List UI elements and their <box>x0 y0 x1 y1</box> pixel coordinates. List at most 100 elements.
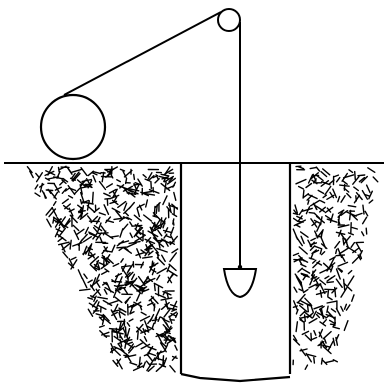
soil-stroke <box>80 289 90 290</box>
soil-stroke <box>155 179 159 183</box>
soil-stroke <box>173 219 174 224</box>
soil-stroke <box>74 230 78 239</box>
soil-stroke <box>154 206 155 215</box>
soil-stroke <box>352 295 354 301</box>
soil-stroke <box>366 228 367 234</box>
soil-stroke <box>318 176 324 180</box>
soil-stroke <box>296 180 306 184</box>
soil-stroke <box>336 279 342 287</box>
soil-stroke <box>35 193 40 196</box>
soil-stroke <box>54 202 56 206</box>
soil-stroke <box>296 310 298 314</box>
soil-stroke <box>328 297 332 300</box>
soil-stroke <box>130 363 137 365</box>
soil-stroke <box>147 361 151 366</box>
soil-stroke <box>130 222 132 226</box>
soil-stroke <box>297 302 303 304</box>
soil-stroke <box>336 232 344 234</box>
soil-stroke <box>129 342 133 343</box>
soil-stroke <box>320 270 327 273</box>
soil-stroke <box>129 319 133 321</box>
soil-stroke <box>157 249 167 253</box>
soil-stroke <box>81 168 87 176</box>
soil-stroke <box>98 305 106 309</box>
soil-stroke <box>168 308 177 310</box>
soil-stroke <box>69 196 73 198</box>
soil-stroke <box>299 210 302 215</box>
soil-stroke <box>106 234 113 239</box>
soil-stroke <box>326 361 334 363</box>
soil-stroke <box>337 178 340 182</box>
soil-stroke <box>104 205 108 215</box>
soil-stroke <box>294 287 297 292</box>
top-pulley <box>218 9 240 31</box>
soil-stroke <box>305 315 306 321</box>
soil-stroke <box>348 271 351 274</box>
soil-stroke <box>72 169 82 172</box>
soil-stroke <box>42 191 46 198</box>
soil-stroke <box>318 190 323 193</box>
soil-stroke <box>350 211 351 220</box>
soil-stroke <box>146 200 148 207</box>
soil-stroke <box>170 253 176 262</box>
soil-stroke <box>156 205 157 213</box>
soil-stroke <box>99 213 105 215</box>
soil-stroke <box>352 228 357 230</box>
soil-stroke <box>134 215 141 221</box>
soil-stroke <box>156 365 163 371</box>
soil-stroke <box>99 233 108 234</box>
soil-stroke <box>300 306 307 312</box>
soil-stroke <box>119 313 120 318</box>
soil-stroke <box>96 314 103 316</box>
soil-stroke <box>369 200 373 203</box>
soil-stroke <box>36 173 39 177</box>
soil-stroke <box>338 197 340 202</box>
soil-stroke <box>169 264 176 270</box>
soil-stroke <box>312 271 313 278</box>
soil-stroke <box>309 258 314 259</box>
soil-stroke <box>143 257 152 258</box>
soil-stroke <box>134 175 135 180</box>
soil-stroke <box>47 219 51 227</box>
soil-stroke <box>82 278 86 287</box>
soil-stroke <box>301 236 304 243</box>
soil-stroke <box>123 224 128 230</box>
soil-hatching-left <box>27 166 177 372</box>
soil-stroke <box>35 185 38 189</box>
soil-stroke <box>63 252 68 258</box>
soil-stroke <box>363 217 367 224</box>
soil-stroke <box>297 221 303 222</box>
soil-stroke <box>340 185 349 186</box>
soil-stroke <box>136 343 143 347</box>
soil-stroke <box>104 290 107 295</box>
soil-stroke <box>323 320 326 323</box>
winch-drum <box>41 95 105 159</box>
soil-stroke <box>307 195 312 200</box>
soil-stroke <box>130 233 132 237</box>
soil-stroke <box>330 276 335 279</box>
soil-stroke <box>141 312 146 315</box>
soil-stroke <box>303 269 310 273</box>
soil-stroke <box>362 232 364 236</box>
soil-stroke <box>93 192 94 202</box>
soil-stroke <box>341 288 347 297</box>
soil-stroke <box>112 245 115 252</box>
soil-stroke <box>161 298 172 300</box>
soil-stroke <box>170 366 175 372</box>
soil-stroke <box>335 287 336 296</box>
soil-stroke <box>158 317 160 321</box>
soil-stroke <box>78 270 82 279</box>
soil-stroke <box>88 280 92 282</box>
soil-stroke <box>93 176 96 182</box>
soil-stroke <box>293 229 297 239</box>
soil-stroke <box>161 218 162 225</box>
soil-stroke <box>71 257 76 259</box>
soil-stroke <box>343 238 344 245</box>
soil-stroke <box>144 337 146 341</box>
soil-stroke <box>123 247 131 253</box>
soil-stroke <box>321 309 323 319</box>
soil-stroke <box>143 175 146 178</box>
soil-stroke <box>160 244 164 247</box>
soil-stroke <box>175 345 177 350</box>
soil-stroke <box>120 312 126 315</box>
